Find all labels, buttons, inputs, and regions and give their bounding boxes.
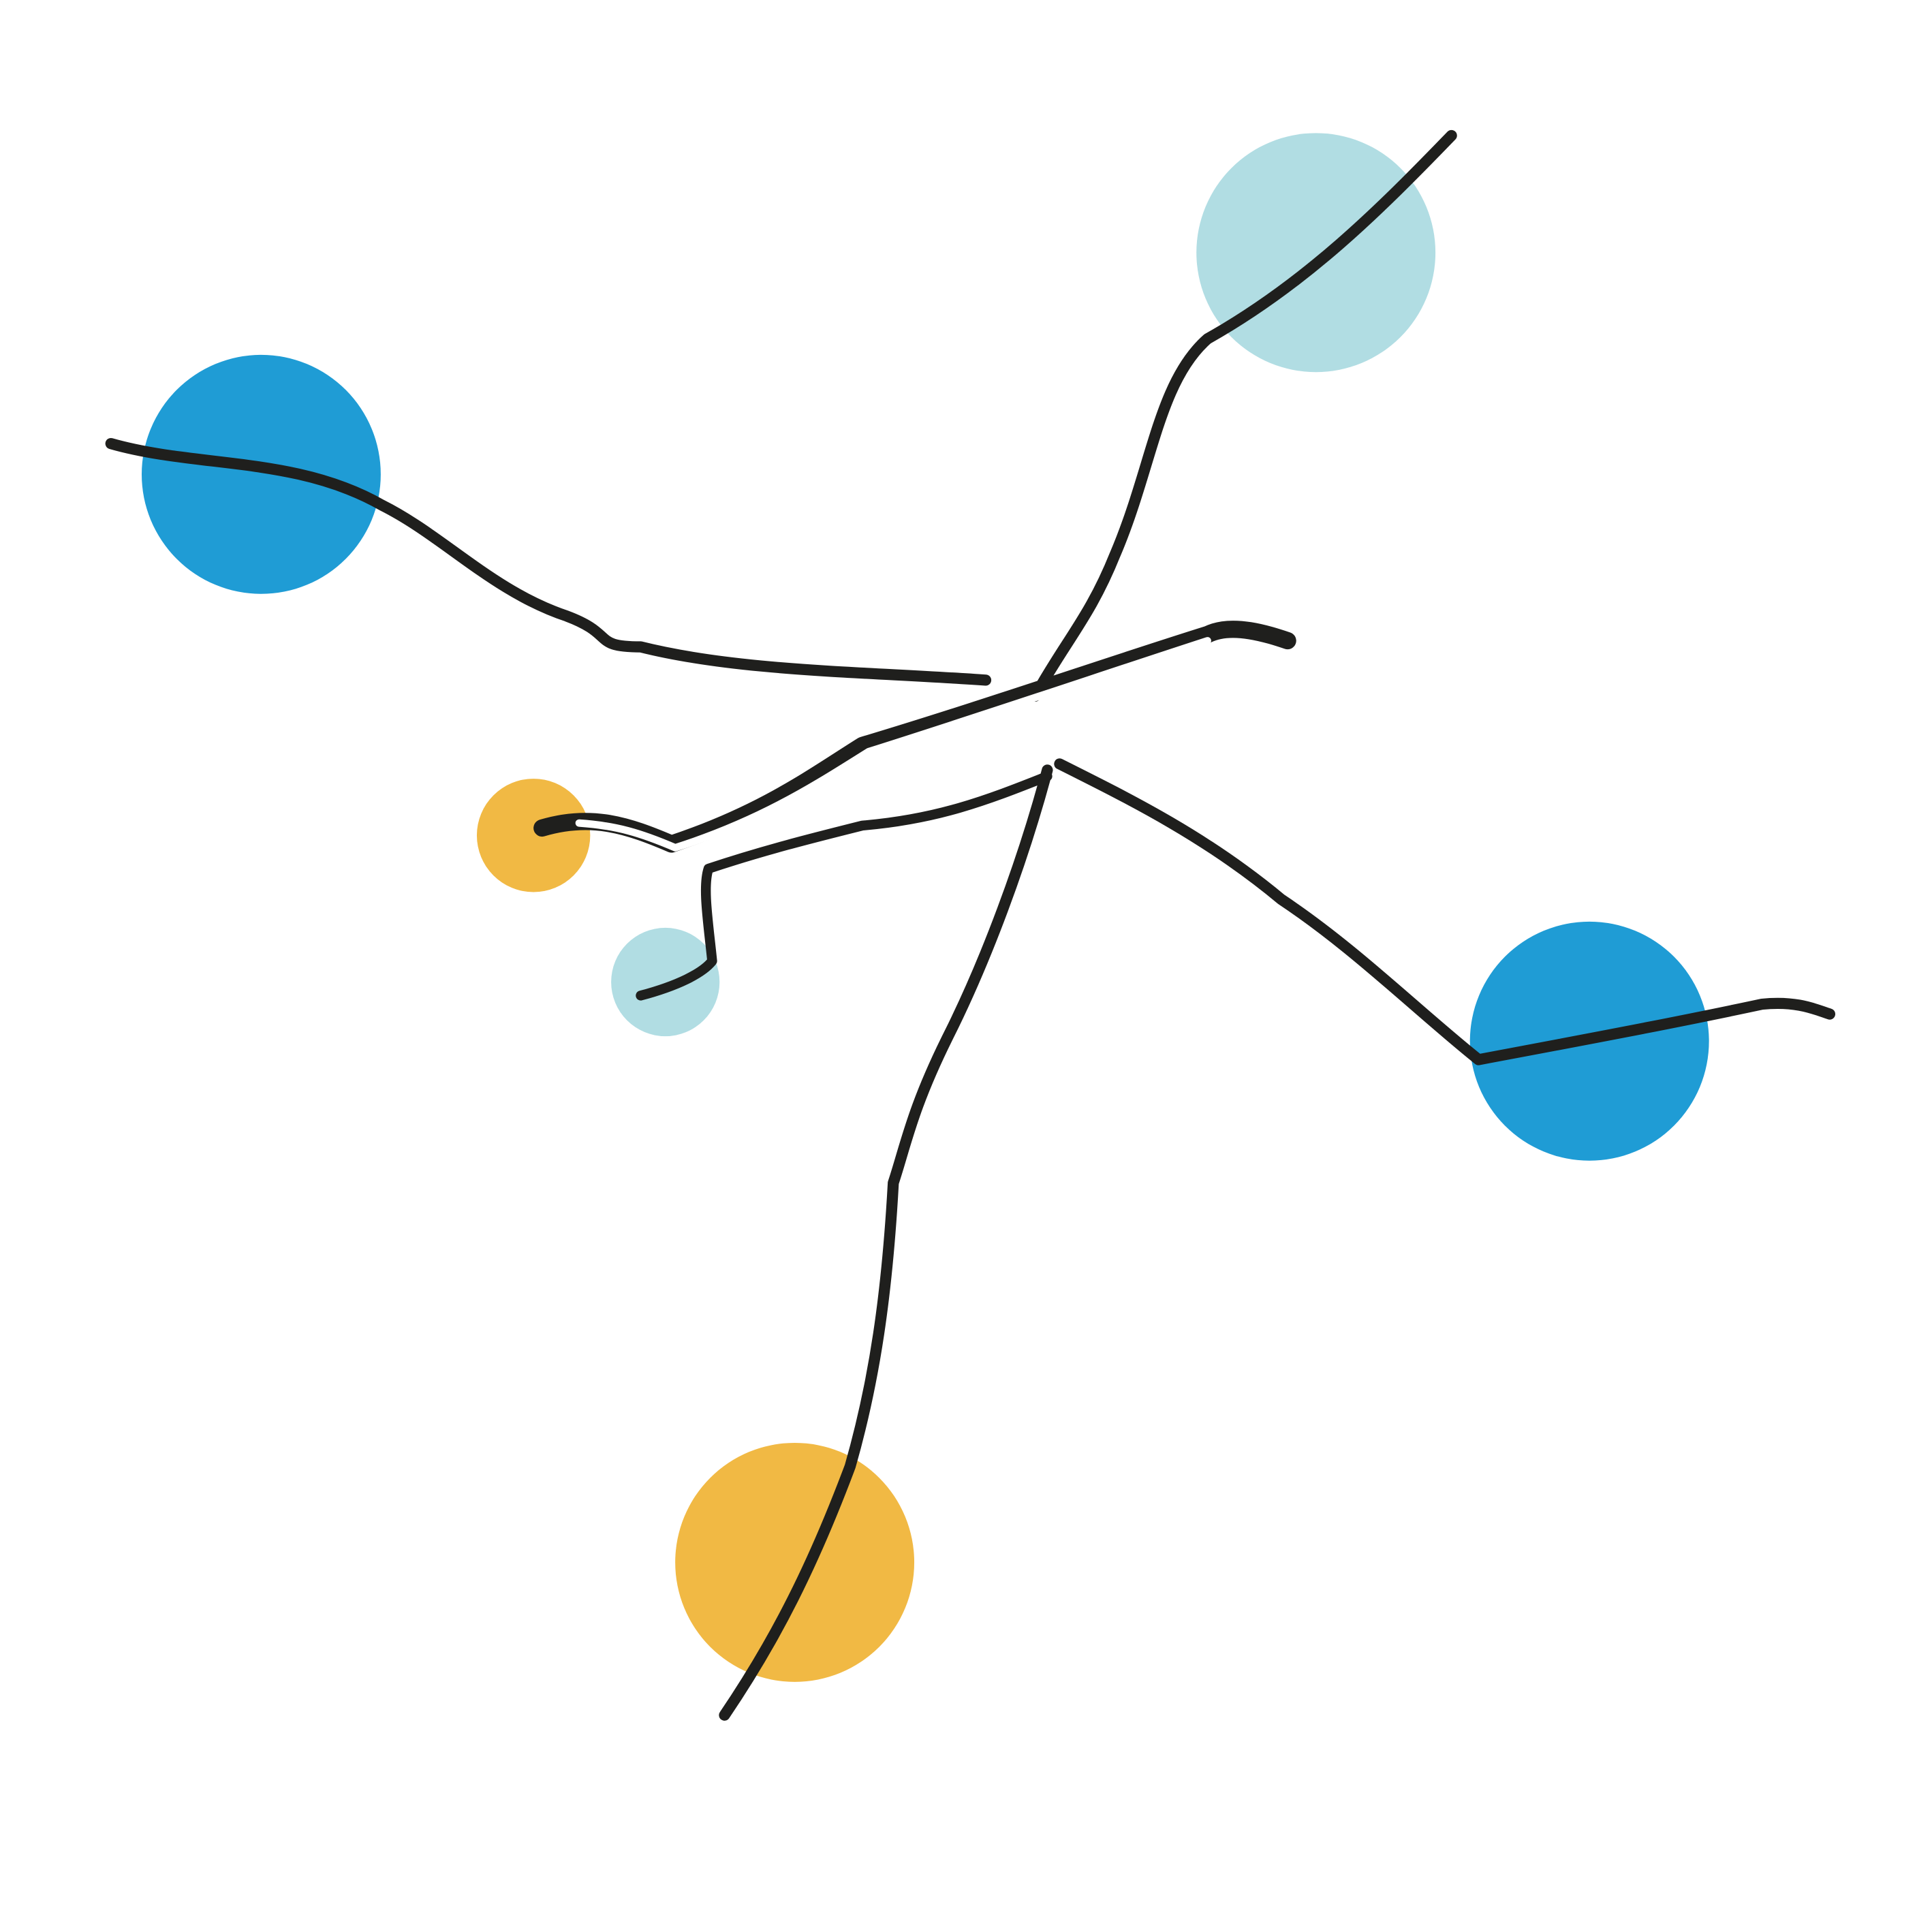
branch-small-twig [636,771,1053,1001]
light-blue-blossom-small [611,927,720,1037]
yellow-blossom-small [476,779,591,892]
branch-main-trunk [719,764,1053,1721]
branch-left [105,437,992,686]
blue-blossom-left [141,354,381,594]
light-blue-blossom-top-right [1196,133,1436,373]
yellow-blossom-bottom [675,1442,915,1682]
branch-upper-right [1029,129,1457,702]
branch-middle-inner [575,637,1211,852]
branch-lower-right [1054,758,1836,1065]
